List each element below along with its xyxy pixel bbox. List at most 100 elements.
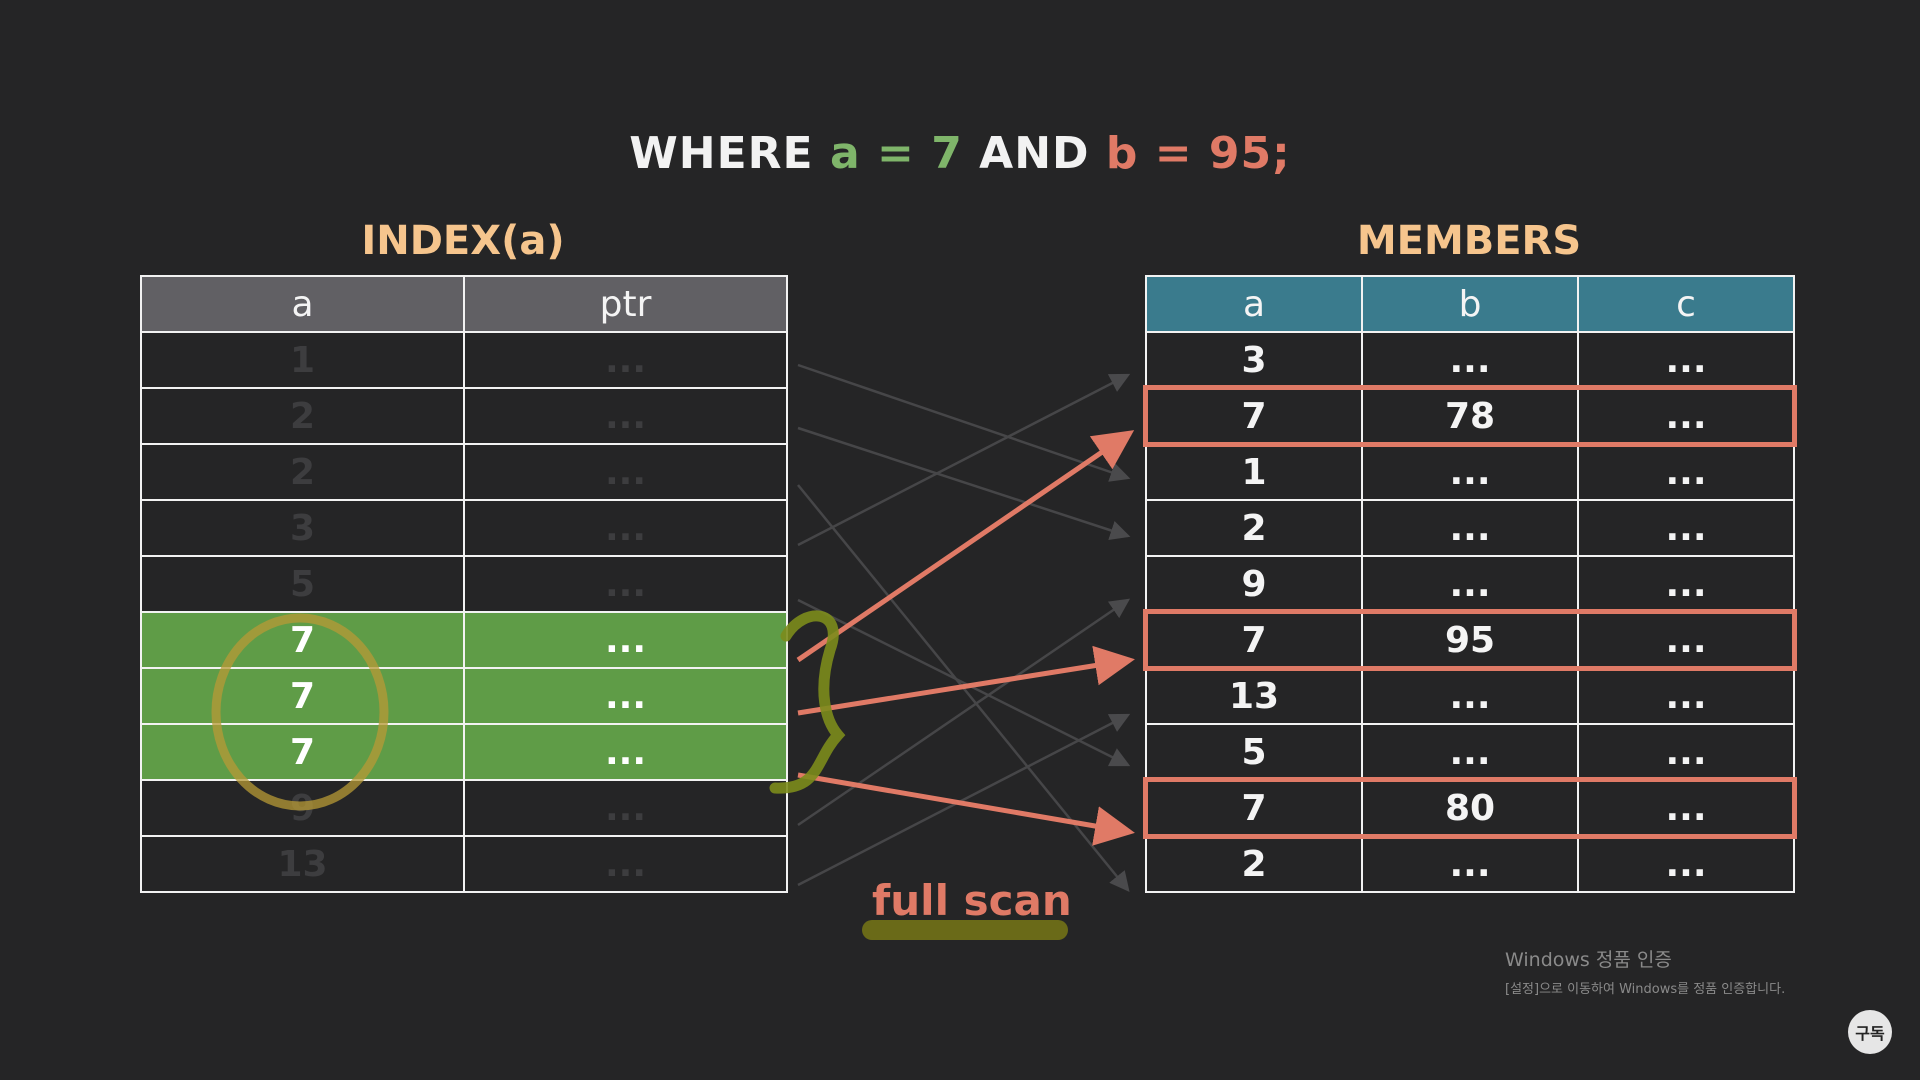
members-cell-c: ... (1577, 331, 1795, 389)
members-row: 9...... (1145, 555, 1795, 613)
index-cell-a: 1 (140, 331, 465, 389)
handdrawn-bracket (769, 610, 846, 794)
index-cell-a: 5 (140, 555, 465, 613)
index-table-title: INDEX(a) (361, 218, 565, 264)
match-pointer-arrow (797, 772, 1135, 846)
column-b: b (1105, 128, 1139, 179)
index-cell-a: 2 (140, 443, 465, 501)
members-row: 2...... (1145, 835, 1795, 893)
members-cell-a: 7 (1145, 387, 1363, 445)
index-cell-ptr: ... (463, 611, 788, 669)
index-row: 7... (140, 611, 788, 669)
index-cell-a: 3 (140, 499, 465, 557)
index-cell-ptr: ... (463, 835, 788, 893)
faded-pointer-line (797, 363, 1131, 482)
faded-pointer-line (797, 713, 1131, 887)
index-cell-ptr: ... (463, 667, 788, 725)
members-row: 13...... (1145, 667, 1795, 725)
index-cell-ptr: ... (463, 331, 788, 389)
members-row: 1...... (1145, 443, 1795, 501)
handdrawn-underline (862, 920, 1068, 940)
members-cell-a: 13 (1145, 667, 1363, 725)
members-cell-c: ... (1577, 611, 1795, 669)
watermark-line-1: Windows 정품 인증 (1505, 949, 1672, 971)
index-row: 7... (140, 723, 788, 781)
index-cell-ptr: ... (463, 443, 788, 501)
members-cell-c: ... (1577, 499, 1795, 557)
members-cell-b: ... (1361, 555, 1579, 613)
windows-activation-watermark: Windows 정품 인증 [설정]으로 이동하여 Windows를 정품 인증… (1505, 945, 1785, 997)
index-row: 7... (140, 667, 788, 725)
members-header-b: b (1361, 275, 1579, 333)
index-cell-a: 7 (140, 723, 465, 781)
index-cell-ptr: ... (463, 499, 788, 557)
index-row: 2... (140, 443, 788, 501)
members-cell-a: 2 (1145, 499, 1363, 557)
index-cell-ptr: ... (463, 555, 788, 613)
members-row: 2...... (1145, 499, 1795, 557)
column-a: a (829, 128, 861, 179)
index-header-a: a (140, 275, 465, 333)
faded-pointer-line (797, 373, 1131, 547)
subscribe-button[interactable]: 구독 (1848, 1010, 1892, 1054)
index-header-ptr: ptr (463, 275, 788, 333)
members-cell-a: 1 (1145, 443, 1363, 501)
equals-a: = (876, 128, 915, 179)
members-cell-b: 78 (1361, 387, 1579, 445)
full-scan-label: full scan (872, 876, 1072, 925)
index-row: 5... (140, 555, 788, 613)
members-cell-a: 5 (1145, 723, 1363, 781)
members-cell-c: ... (1577, 443, 1795, 501)
members-cell-b: 80 (1361, 779, 1579, 837)
members-header-c: c (1577, 275, 1795, 333)
members-cell-b: ... (1361, 667, 1579, 725)
value-a: 7 (931, 128, 963, 179)
faded-pointer-line (797, 426, 1131, 541)
value-b: 95; (1208, 128, 1291, 179)
members-cell-b: ... (1361, 443, 1579, 501)
members-row: 5...... (1145, 723, 1795, 781)
members-row: 3...... (1145, 331, 1795, 389)
index-row: 13... (140, 835, 788, 893)
index-cell-ptr: ... (463, 779, 788, 837)
index-cell-ptr: ... (463, 723, 788, 781)
handdrawn-circle (211, 613, 389, 811)
faded-pointer-line (797, 598, 1131, 827)
index-row: 1... (140, 331, 788, 389)
index-table: a ptr 1...2...2...3...5...7...7...7...9.… (140, 275, 788, 893)
equals-b: = (1154, 128, 1193, 179)
query-text: WHERE a = 7 AND b = 95; (0, 128, 1920, 179)
members-header-a: a (1145, 275, 1363, 333)
match-pointer-arrow (796, 430, 1135, 663)
members-cell-c: ... (1577, 835, 1795, 893)
members-cell-a: 3 (1145, 331, 1363, 389)
members-cell-c: ... (1577, 723, 1795, 781)
and-keyword: AND (979, 128, 1090, 179)
where-keyword: WHERE (629, 128, 814, 179)
index-row: 2... (140, 387, 788, 445)
members-cell-c: ... (1577, 555, 1795, 613)
index-header-row: a ptr (140, 275, 788, 333)
members-cell-b: ... (1361, 331, 1579, 389)
members-cell-a: 7 (1145, 611, 1363, 669)
members-table-title: MEMBERS (1356, 218, 1582, 264)
members-cell-b: ... (1361, 835, 1579, 893)
members-cell-b: ... (1361, 499, 1579, 557)
index-cell-a: 2 (140, 387, 465, 445)
index-cell-a: 13 (140, 835, 465, 893)
index-cell-ptr: ... (463, 387, 788, 445)
index-row: 3... (140, 499, 788, 557)
members-header-row: a b c (1145, 275, 1795, 333)
members-cell-a: 2 (1145, 835, 1363, 893)
match-pointer-arrow (797, 645, 1135, 716)
faded-pointer-line (797, 598, 1131, 767)
watermark-line-2: [설정]으로 이동하여 Windows를 정품 인증합니다. (1505, 982, 1786, 997)
index-cell-a: 7 (140, 667, 465, 725)
members-cell-b: 95 (1361, 611, 1579, 669)
members-cell-a: 9 (1145, 555, 1363, 613)
